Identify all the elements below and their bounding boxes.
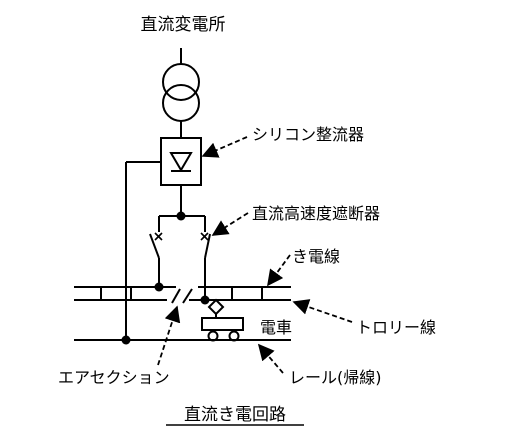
leader-arrows	[157, 136, 353, 374]
rectifier-symbol	[160, 137, 202, 186]
train-label: 電車	[260, 318, 292, 337]
transformer-symbol	[162, 48, 200, 138]
rectifier-label: シリコン整流器	[252, 125, 364, 144]
diagram-caption: 直流き電回路	[184, 405, 286, 425]
air-section-label: エアセクション	[58, 368, 170, 387]
trolley-label: トロリー線	[356, 318, 436, 337]
catenary-label: き電線	[292, 247, 340, 266]
substation-label: 直流変電所	[141, 15, 226, 35]
breaker-contacts	[154, 232, 209, 241]
circuit-wires	[74, 161, 291, 341]
rail-label: レール(帰線)	[289, 368, 382, 387]
train-symbol	[201, 298, 244, 342]
breaker-label: 直流高速度遮断器	[252, 204, 380, 223]
junction-dots	[121, 211, 210, 345]
